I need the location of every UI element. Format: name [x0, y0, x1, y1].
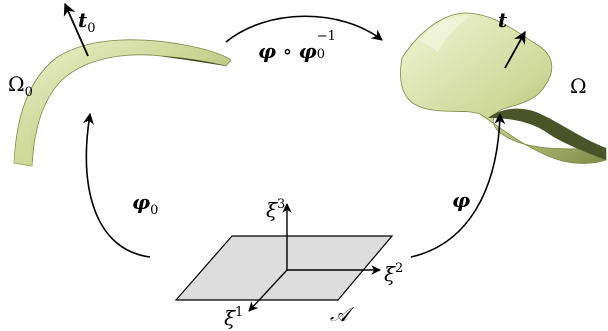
label-omega-base: Ω	[570, 74, 587, 98]
label-phi: φ	[452, 190, 470, 210]
label-composite-sup: −1	[316, 29, 336, 44]
label-composite-sub: 0	[316, 47, 326, 62]
composite-map-arrow	[225, 15, 383, 43]
label-composite-b: φ	[298, 39, 317, 63]
label-xi2-sup: 2	[395, 261, 404, 276]
label-xi3-sup: 3	[277, 197, 286, 212]
label-t-base: t	[498, 8, 508, 32]
director-t-arrow	[504, 30, 526, 69]
label-domain-base: 𝒜	[330, 302, 349, 326]
label-t0: t0	[78, 10, 96, 35]
label-t: t	[498, 10, 507, 30]
label-xi2-base: ξ	[384, 262, 396, 286]
label-xi3: ξ3	[266, 198, 285, 220]
label-xi3-base: ξ	[266, 198, 278, 222]
label-phi0: φ0	[132, 192, 158, 217]
label-composite-op: ∘	[282, 39, 293, 63]
label-omega0-sub: 0	[24, 85, 33, 100]
label-phi-base: φ	[452, 188, 471, 212]
label-xi1-base: ξ	[224, 306, 236, 330]
label-phi0-base: φ	[132, 190, 151, 214]
label-phi0-sub: 0	[150, 203, 159, 218]
label-t0-sub: 0	[87, 21, 96, 36]
deformed-shell-surface	[400, 12, 607, 164]
label-t0-base: t	[78, 8, 88, 32]
phi-map-arrow	[410, 112, 506, 258]
director-t0-arrow	[63, 2, 89, 57]
parameter-plane	[174, 235, 394, 301]
phi0-map-arrow	[82, 112, 151, 258]
label-domain: 𝒜	[330, 304, 349, 324]
reference-shell-surface	[13, 39, 232, 167]
label-xi2: ξ2	[384, 262, 403, 284]
label-omega0-base: Ω	[8, 72, 25, 96]
label-omega0: Ω0	[8, 74, 33, 99]
axis-xi1	[248, 269, 288, 312]
label-xi1: ξ1	[224, 306, 243, 328]
label-xi1-sup: 1	[235, 305, 244, 320]
label-omega: Ω	[570, 76, 587, 96]
label-composite-a: φ	[258, 39, 277, 63]
